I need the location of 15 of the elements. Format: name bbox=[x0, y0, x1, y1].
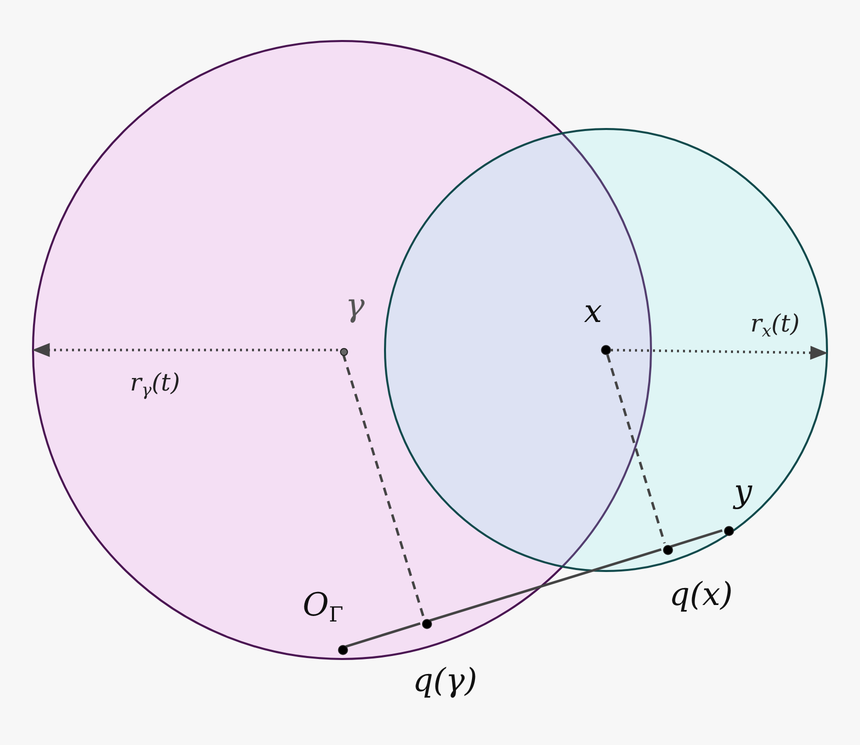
point-label: y bbox=[734, 472, 752, 510]
point-label: q(x) bbox=[669, 575, 733, 613]
edge-label: r$_{x}$(t) bbox=[750, 309, 800, 341]
point-label: γ bbox=[345, 286, 365, 324]
line-segment bbox=[345, 622, 421, 648]
point-label: x bbox=[584, 292, 602, 330]
line-segment bbox=[429, 548, 662, 622]
dashed-line bbox=[342, 353, 425, 618]
edge-label: r$_{γ}$(t) bbox=[130, 368, 180, 400]
dashed-line bbox=[32, 343, 338, 357]
point-label: q(γ) bbox=[412, 661, 478, 699]
dashed-line bbox=[606, 354, 666, 544]
dashed-line bbox=[610, 346, 828, 360]
line-segment bbox=[670, 529, 723, 548]
point-label: O$_{Γ}$ bbox=[302, 585, 344, 627]
